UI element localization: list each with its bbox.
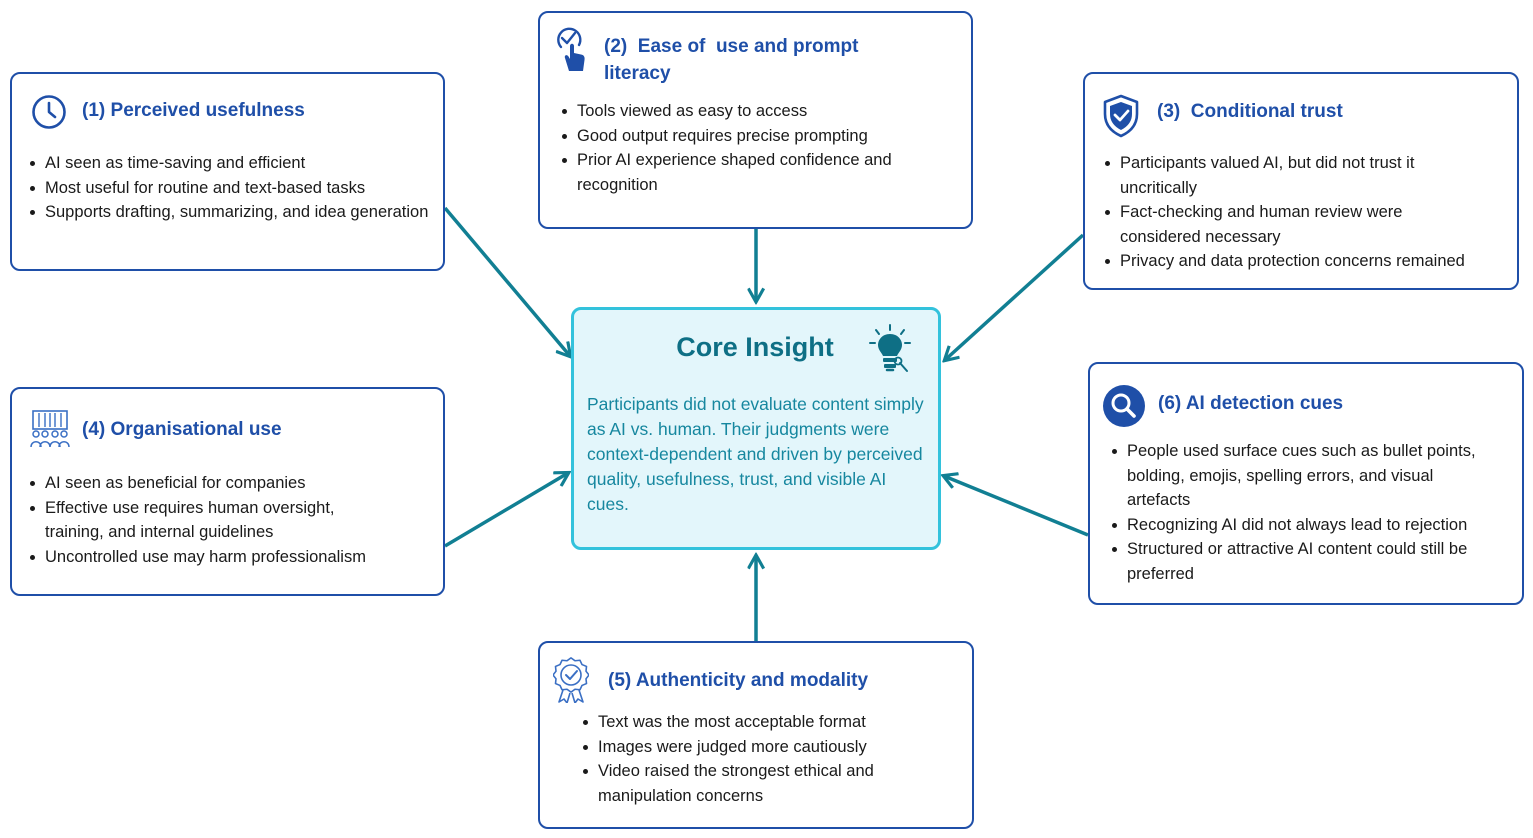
bullet-item: AI seen as time-saving and efficient — [28, 151, 438, 176]
theme-box-authenticity-modality: (5) Authenticity and modality Text was t… — [538, 641, 974, 829]
theme-number: (6) — [1158, 393, 1182, 414]
lightbulb-icon — [869, 324, 911, 372]
bullet-item: AI seen as beneficial for companies — [28, 471, 438, 496]
theme-title: (6) AI detection cues — [1158, 390, 1343, 417]
theme-title-text: Organisational use — [110, 419, 282, 440]
bullet-item: Effective use requires human oversight, … — [28, 496, 385, 545]
bullet-item: Video raised the strongest ethical and m… — [581, 759, 928, 808]
theme-box-perceived-usefulness: (1) Perceived usefulness AI seen as time… — [10, 72, 445, 271]
magnifier-icon — [1103, 385, 1145, 427]
theme-number: (3) — [1157, 101, 1181, 122]
theme-title: (1) Perceived usefulness — [82, 97, 305, 124]
touch-check-icon — [557, 27, 585, 71]
arrow-conditional-trust — [945, 233, 1085, 360]
theme-title: (3) Conditional trust — [1157, 98, 1343, 125]
shield-check-icon — [1103, 94, 1139, 138]
arrow-perceived-usefulness — [443, 206, 570, 356]
organisation-icon — [30, 410, 70, 448]
bullet-item: Uncontrolled use may harm professionalis… — [28, 545, 438, 570]
bullet-list: Participants valued AI, but did not trus… — [1103, 151, 1515, 274]
theme-box-ease-of-use: (2) Ease of use and prompt literacy Tool… — [538, 11, 973, 229]
theme-number: (1) — [82, 100, 106, 121]
bullet-item: Recognizing AI did not always lead to re… — [1110, 513, 1520, 538]
theme-box-organisational-use: (4) Organisational use AI seen as benefi… — [10, 387, 445, 596]
theme-number: (4) — [82, 419, 106, 440]
bullet-item: Privacy and data protection concerns rem… — [1103, 249, 1515, 274]
bullet-item: Tools viewed as easy to access — [560, 99, 965, 124]
bullet-list: AI seen as beneficial for companies Effe… — [28, 471, 438, 569]
theme-box-ai-detection-cues: (6) AI detection cues People used surfac… — [1088, 362, 1524, 605]
theme-number: (5) — [608, 670, 632, 691]
clock-icon — [32, 95, 66, 129]
bullet-item: Participants valued AI, but did not trus… — [1103, 151, 1480, 200]
bullet-list: Tools viewed as easy to access Good outp… — [560, 99, 965, 197]
bullet-item: Images were judged more cautiously — [581, 735, 966, 760]
core-insight-box: Core Insight Participants did not evalua… — [571, 307, 941, 550]
theme-box-conditional-trust: (3) Conditional trust Participants value… — [1083, 72, 1519, 290]
core-insight-title: Core Insight — [676, 332, 834, 362]
bullet-item: Structured or attractive AI content coul… — [1110, 537, 1512, 586]
arrow-ai-detection-cues — [944, 476, 1089, 537]
theme-title: (4) Organisational use — [82, 416, 282, 443]
bullet-item: Prior AI experience shaped confidence an… — [560, 148, 907, 197]
certificate-badge-icon — [553, 657, 589, 703]
theme-title: (5) Authenticity and modality — [608, 667, 868, 694]
core-insight-text: Participants did not evaluate content si… — [587, 394, 924, 514]
theme-number: (2) — [604, 36, 628, 57]
theme-title-text: Ease of use and prompt literacy — [604, 36, 864, 84]
theme-title: (2) Ease of use and prompt literacy — [604, 33, 924, 87]
bullet-item: Supports drafting, summarizing, and idea… — [28, 200, 438, 225]
theme-title-text: Conditional trust — [1190, 101, 1343, 122]
bullet-list: People used surface cues such as bullet … — [1110, 439, 1520, 586]
theme-title-text: AI detection cues — [1185, 393, 1344, 414]
bullet-item: Most useful for routine and text-based t… — [28, 176, 438, 201]
bullet-item: Fact-checking and human review were cons… — [1103, 200, 1460, 249]
bullet-item: People used surface cues such as bullet … — [1110, 439, 1497, 513]
theme-title-text: Perceived usefulness — [110, 100, 305, 121]
bullet-item: Good output requires precise prompting — [560, 124, 965, 149]
bullet-list: AI seen as time-saving and efficient Mos… — [28, 151, 438, 225]
theme-title-text: Authenticity and modality — [635, 670, 869, 691]
arrow-organisational-use — [444, 473, 568, 548]
bullet-list: Text was the most acceptable format Imag… — [581, 710, 966, 808]
bullet-item: Text was the most acceptable format — [581, 710, 966, 735]
